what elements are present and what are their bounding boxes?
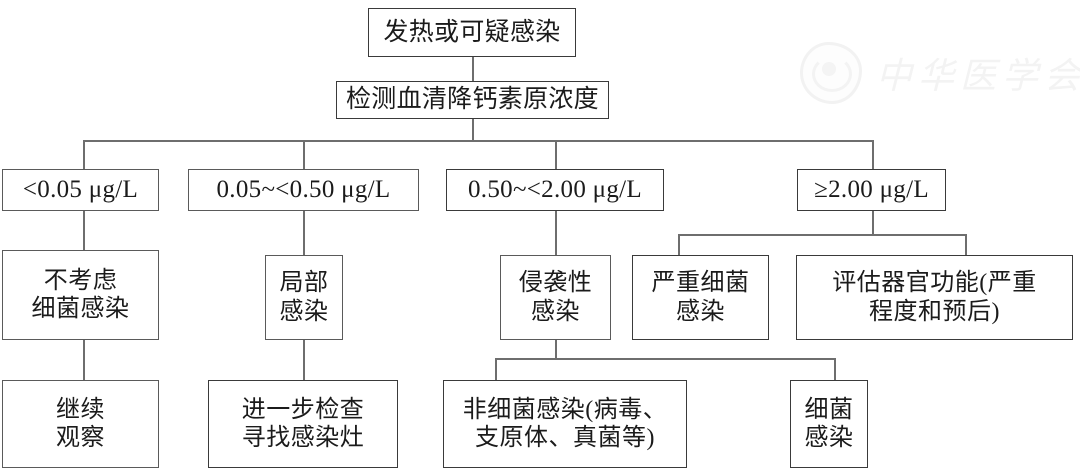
connector-invasive-drop-left [495, 358, 497, 380]
connector-col4-drop-left [678, 234, 680, 255]
watermark-text: 中华医学会 [876, 56, 1080, 97]
connector-col2-result-to-action [303, 340, 305, 380]
connector-invasive-split-bar [495, 358, 835, 360]
connector-col4-drop-right [965, 234, 967, 255]
connector-invasive-drop-right [834, 358, 836, 380]
seal-logo-icon [800, 42, 862, 104]
node-threshold-050-200[interactable]: 0.50~<2.00 μg/L [446, 169, 664, 211]
node-pct-test[interactable]: 检测血清降钙素原浓度 [336, 81, 609, 119]
connector-bus-horizontal [83, 140, 873, 142]
node-action-bacterial-infection[interactable]: 细菌 感染 [790, 380, 868, 468]
node-result-organ-assessment[interactable]: 评估器官功能(严重 程度和预后) [796, 255, 1073, 340]
node-action-further-exam[interactable]: 进一步检查 寻找感染灶 [208, 380, 398, 468]
node-action-non-bacterial[interactable]: 非细菌感染(病毒、 支原体、真菌等) [443, 380, 687, 468]
connector-col1-threshold-to-result [83, 211, 85, 250]
node-root[interactable]: 发热或可疑感染 [368, 8, 576, 57]
node-threshold-lt-005[interactable]: <0.05 μg/L [2, 169, 159, 211]
node-threshold-005-050[interactable]: 0.05~<0.50 μg/L [188, 169, 419, 211]
connector-bus-drop-2 [303, 140, 305, 169]
connector-col4-stem [872, 211, 874, 235]
connector-test-to-bus [472, 119, 474, 141]
watermark: 中华医学会 [800, 42, 1080, 104]
connector-col1-result-to-action [83, 340, 85, 380]
connector-root-to-test [472, 57, 474, 81]
node-result-no-bacterial[interactable]: 不考虑 细菌感染 [2, 250, 159, 340]
connector-bus-drop-4 [872, 140, 874, 169]
connector-col3-threshold-to-result [555, 211, 557, 255]
connector-col2-threshold-to-result [303, 211, 305, 255]
node-result-invasive-infection[interactable]: 侵袭性 感染 [500, 255, 611, 340]
node-result-local-infection[interactable]: 局部 感染 [265, 255, 343, 340]
connector-bus-drop-3 [555, 140, 557, 169]
connector-invasive-stem [555, 340, 557, 359]
node-result-severe-bacterial[interactable]: 严重细菌 感染 [632, 255, 769, 340]
node-threshold-gte-200[interactable]: ≥2.00 μg/L [797, 169, 946, 211]
connector-bus-drop-1 [83, 140, 85, 169]
node-action-continue-observation[interactable]: 继续 观察 [2, 380, 159, 468]
connector-col4-split-bar [678, 234, 966, 236]
